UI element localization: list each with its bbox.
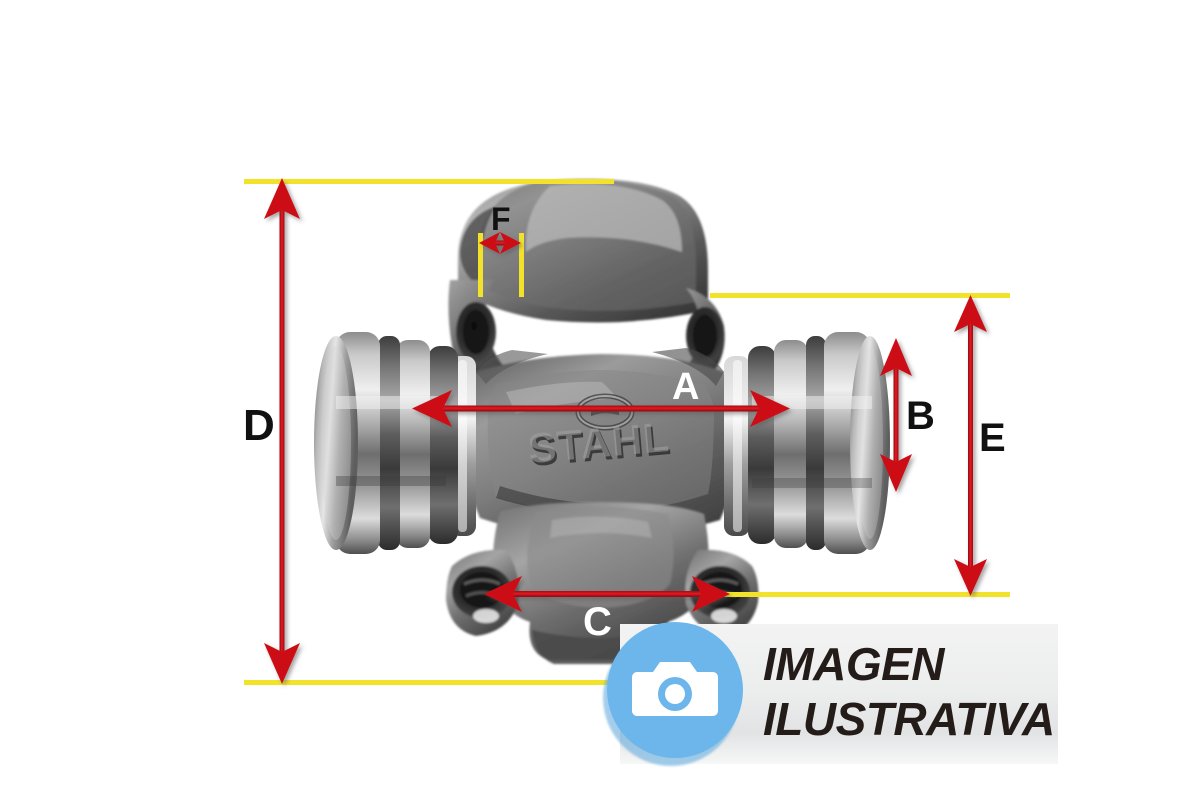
dimension-label-e: E	[979, 416, 1006, 460]
left-bearing-cap-graphic	[314, 332, 476, 554]
right-bearing-cap-graphic	[724, 332, 890, 554]
dimension-arrow-d	[264, 178, 300, 684]
dimension-label-a: A	[672, 366, 700, 408]
extension-line-f-left	[478, 233, 483, 297]
extension-line-e-bottom	[716, 592, 1010, 597]
dimension-label-f: F	[491, 201, 511, 237]
cross-body-graphic: STAHL STAHL	[465, 348, 736, 536]
camera-icon	[595, 616, 751, 772]
extension-line-d-bottom	[244, 680, 614, 685]
extension-line-d-top	[244, 179, 614, 184]
dimension-arrow-c	[484, 576, 730, 612]
dimension-label-c: C	[583, 600, 612, 644]
dimension-arrow-e	[954, 295, 987, 596]
camera-glyph	[632, 662, 718, 716]
universal-joint-photo: STAHL STAHL	[300, 160, 900, 680]
watermark-line-2: ILUSTRATIVA	[763, 693, 1055, 745]
dimension-arrow-a	[412, 390, 790, 427]
extension-line-e-top	[710, 293, 1010, 298]
extension-line-f-right	[519, 233, 524, 297]
dimension-label-d: D	[243, 401, 275, 450]
dimension-arrow-b	[880, 338, 912, 492]
watermark-line-1: IMAGEN	[763, 638, 945, 690]
dimension-arrow-f	[479, 232, 521, 254]
dimension-label-b: B	[906, 394, 935, 438]
